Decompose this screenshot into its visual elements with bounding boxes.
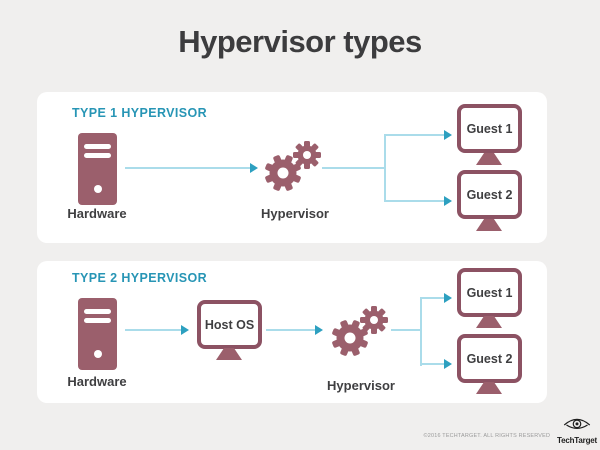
arrowhead-icon [250,163,258,173]
monitor-stand [476,153,502,165]
type1-heading: TYPE 1 HYPERVISOR [72,106,208,120]
arrowhead-icon [444,293,452,303]
tower-vent-slot [84,318,111,323]
arrowhead-icon [444,130,452,140]
server-tower-icon [78,133,117,205]
gears-icon [265,141,321,191]
hardware-label: Hardware [67,374,127,389]
hypervisor-label: Hypervisor [261,206,329,221]
monitor-stand [476,219,502,231]
hypervisor-label: Hypervisor [327,378,395,393]
connector-line [266,329,316,331]
server-tower-icon [78,298,117,370]
connector-line [322,167,386,169]
tower-vent-slot [84,144,111,149]
hardware-label: Hardware [67,206,127,221]
page-title: Hypervisor types [178,24,422,59]
tower-power-button [93,350,102,358]
guest2-monitor: Guest 2 [457,334,522,383]
monitor-stand [216,348,242,360]
connector-line [391,329,422,331]
guest1-monitor: Guest 1 [457,104,522,153]
connector-line [385,134,445,136]
copyright-text: ©2016 TECHTARGET. ALL RIGHTS RESERVED [423,432,550,439]
connector-line [385,200,445,202]
eye-target-icon [563,418,591,429]
connector-line [125,329,182,331]
large-gear [332,320,368,356]
arrowhead-icon [444,359,452,369]
guest1-monitor: Guest 1 [457,268,522,317]
arrowhead-icon [315,325,323,335]
connector-line [421,363,445,365]
large-gear [265,155,301,191]
tower-vent-slot [84,309,111,314]
connector-line [125,167,251,169]
arrowhead-icon [181,325,189,335]
branch-line [384,134,386,202]
monitor-stand [476,382,502,394]
arrowhead-icon [444,196,452,206]
small-gear [360,306,388,334]
brand-wordmark: TechTarget [557,436,597,445]
host-os-monitor: Host OS [197,300,262,349]
tower-power-button [93,185,102,193]
tower-vent-slot [84,153,111,158]
connector-line [421,297,445,299]
branch-line [420,297,422,366]
gears-icon [332,306,388,356]
type2-hypervisor-panel: TYPE 2 HYPERVISOR Hardware Host OS [37,261,547,403]
techtarget-logo: TechTarget [555,416,599,447]
type1-hypervisor-panel: TYPE 1 HYPERVISOR Hardware [37,92,547,243]
type2-heading: TYPE 2 HYPERVISOR [72,271,208,285]
monitor-stand [476,316,502,328]
guest2-monitor: Guest 2 [457,170,522,219]
small-gear [293,141,321,169]
